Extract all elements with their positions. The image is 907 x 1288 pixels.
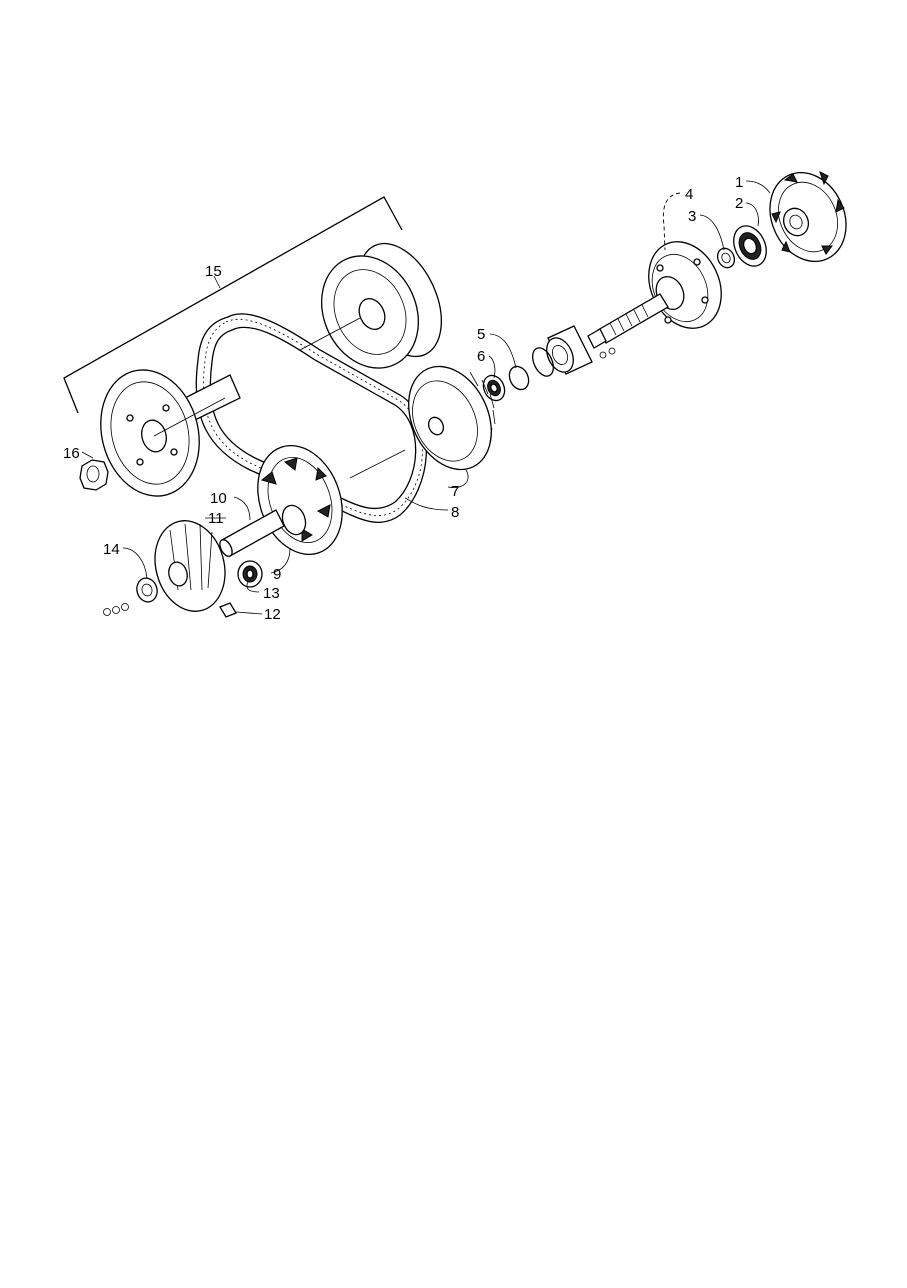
part-nut-16 — [79, 459, 109, 491]
callout-2: 2 — [735, 195, 743, 212]
part-driven-sheave — [320, 242, 442, 369]
part-roller-12 — [219, 602, 237, 618]
callout-16: 16 — [63, 445, 80, 462]
part-nut-3 — [716, 247, 736, 269]
leader-lines — [81, 180, 771, 615]
callout-15: 15 — [205, 263, 222, 280]
part-spacer-10 — [219, 509, 285, 557]
callout-6: 6 — [477, 348, 485, 365]
part-movable-sheave-9 — [257, 444, 343, 556]
part-screws — [103, 603, 129, 616]
part-bearing-6 — [482, 374, 506, 402]
part-cam-assembly — [532, 325, 593, 377]
callout-9: 9 — [273, 566, 281, 583]
part-housing-cover — [769, 171, 847, 263]
callout-12: 12 — [264, 606, 281, 623]
part-fan-sheave-7 — [408, 365, 496, 471]
part-small-hardware — [599, 347, 616, 359]
callout-10: 10 — [210, 490, 227, 507]
part-drive-belt-8 — [195, 313, 428, 524]
callout-14: 14 — [103, 541, 120, 558]
callout-7: 7 — [451, 483, 459, 500]
callout-1: 1 — [735, 174, 743, 191]
part-cover-14 — [136, 520, 226, 612]
part-bushing-13 — [237, 560, 263, 588]
callout-3: 3 — [688, 208, 696, 225]
part-bearing-2 — [733, 225, 767, 267]
assembly-bracket — [63, 196, 403, 414]
callout-4: 4 — [685, 186, 693, 203]
callout-labels: 1 2 3 4 5 6 7 8 9 10 11 12 13 14 15 16 — [63, 174, 743, 623]
part-clutch-hub-4 — [587, 241, 722, 349]
callout-11: 11 — [208, 510, 224, 527]
part-drive-sheave — [100, 369, 241, 497]
part-snap-ring-5 — [508, 365, 530, 391]
callout-13: 13 — [263, 585, 280, 602]
callout-5: 5 — [477, 326, 485, 343]
callout-8: 8 — [451, 504, 459, 521]
